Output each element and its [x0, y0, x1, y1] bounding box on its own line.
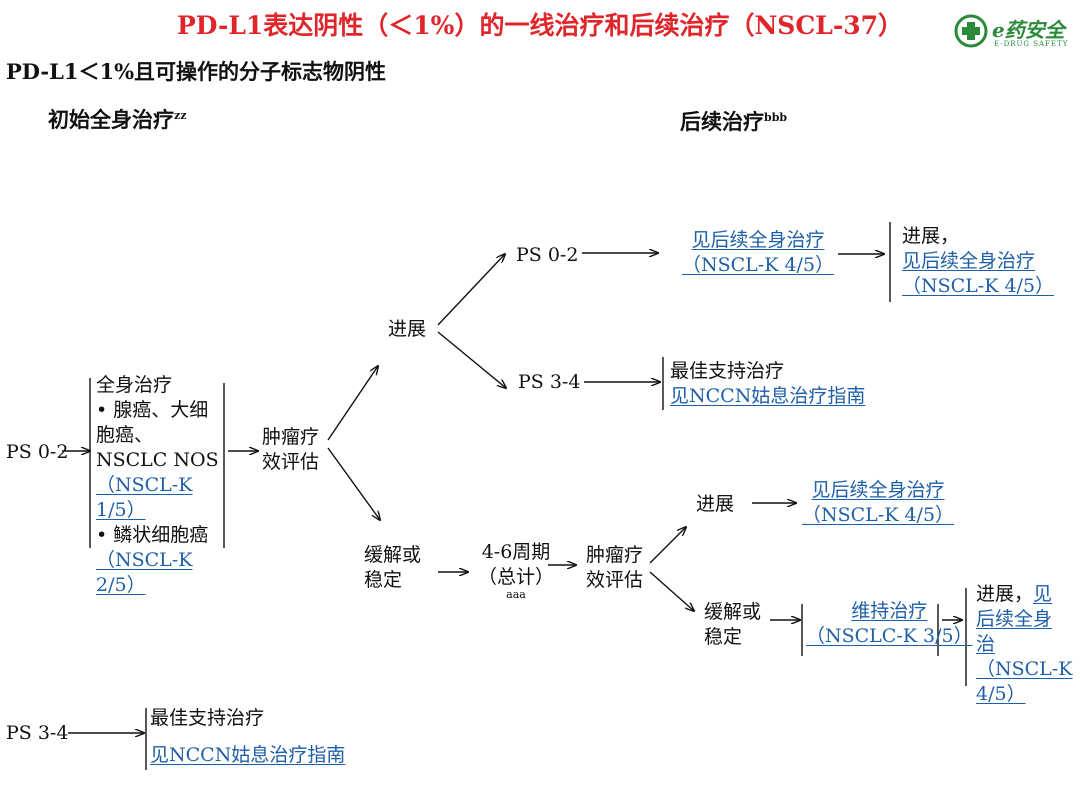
see-link-2[interactable]: 见: [1033, 583, 1053, 605]
subsequent-link-2a[interactable]: 后续全身: [976, 608, 1053, 630]
see-subsequent-link-1[interactable]: 见后续全身治疗: [902, 250, 1036, 272]
logo-subtext: E-DRUG SAFETY: [994, 40, 1069, 48]
subsequent-therapy-header: 后续治疗bbb: [680, 109, 788, 134]
ps-3-4-node: PS 3-4: [6, 722, 69, 744]
logo-cross-icon: [954, 14, 988, 48]
maintenance-therapy[interactable]: 维持治疗 （NSCLC-K 3/5）: [806, 600, 973, 647]
ps-0-2-node: PS 0-2: [6, 441, 69, 463]
progression-node-2: 进展: [696, 493, 735, 515]
progression-node-1: 进展: [388, 318, 427, 340]
nscl-k-4-5-link-2a[interactable]: （NSCL-K: [976, 658, 1073, 680]
page-title: PD-L1表达阴性（＜1%）的一线治疗和后续治疗（NSCL-37）: [177, 11, 903, 40]
tumor-response-eval-1: 肿瘤疗效评估: [262, 426, 320, 473]
progression-see-subsequent-1: 进展， 见后续全身治疗 （NSCL-K 4/5）: [902, 225, 1055, 297]
nscl-k-4-5-link-1[interactable]: （NSCL-K 4/5）: [902, 275, 1055, 297]
subtitle: PD-L1＜1%且可操作的分子标志物阴性: [6, 59, 387, 84]
ps-0-2-sub-node: PS 0-2: [516, 244, 579, 266]
initial-therapy-header: 初始全身治疗zz: [48, 107, 187, 132]
nscl-k-4-5-link-2b[interactable]: 4/5）: [976, 683, 1026, 705]
remission-stable-node-1: 缓解或稳定: [364, 544, 422, 591]
cycles-node: 4-6周期 （总计） aaa: [478, 541, 555, 601]
nccn-palliative-link-1[interactable]: 见NCCN姑息治疗指南: [670, 385, 866, 407]
see-subsequent-systemic-2[interactable]: 见后续全身治疗 （NSCL-K 4/5）: [802, 479, 955, 526]
see-subsequent-systemic-1[interactable]: 见后续全身治疗 （NSCL-K 4/5）: [682, 229, 835, 276]
remission-stable-node-2: 缓解或稳定: [704, 601, 762, 648]
logo: e药安全 E-DRUG SAFETY: [954, 12, 1072, 52]
nccn-palliative-link-2[interactable]: 见NCCN姑息治疗指南: [150, 744, 346, 766]
best-supportive-care-2: 最佳支持治疗 见NCCN姑息治疗指南: [150, 707, 346, 766]
best-supportive-care-1: 最佳支持治疗 见NCCN姑息治疗指南: [670, 360, 866, 407]
subsequent-link-2b[interactable]: 治: [976, 633, 996, 655]
ps-3-4-sub-node: PS 3-4: [518, 371, 581, 393]
progression-see-subsequent-2: 进展，见 后续全身 治 （NSCL-K 4/5）: [976, 583, 1073, 705]
tumor-response-eval-2: 肿瘤疗效评估: [586, 544, 644, 591]
logo-text: e药安全: [992, 18, 1065, 42]
